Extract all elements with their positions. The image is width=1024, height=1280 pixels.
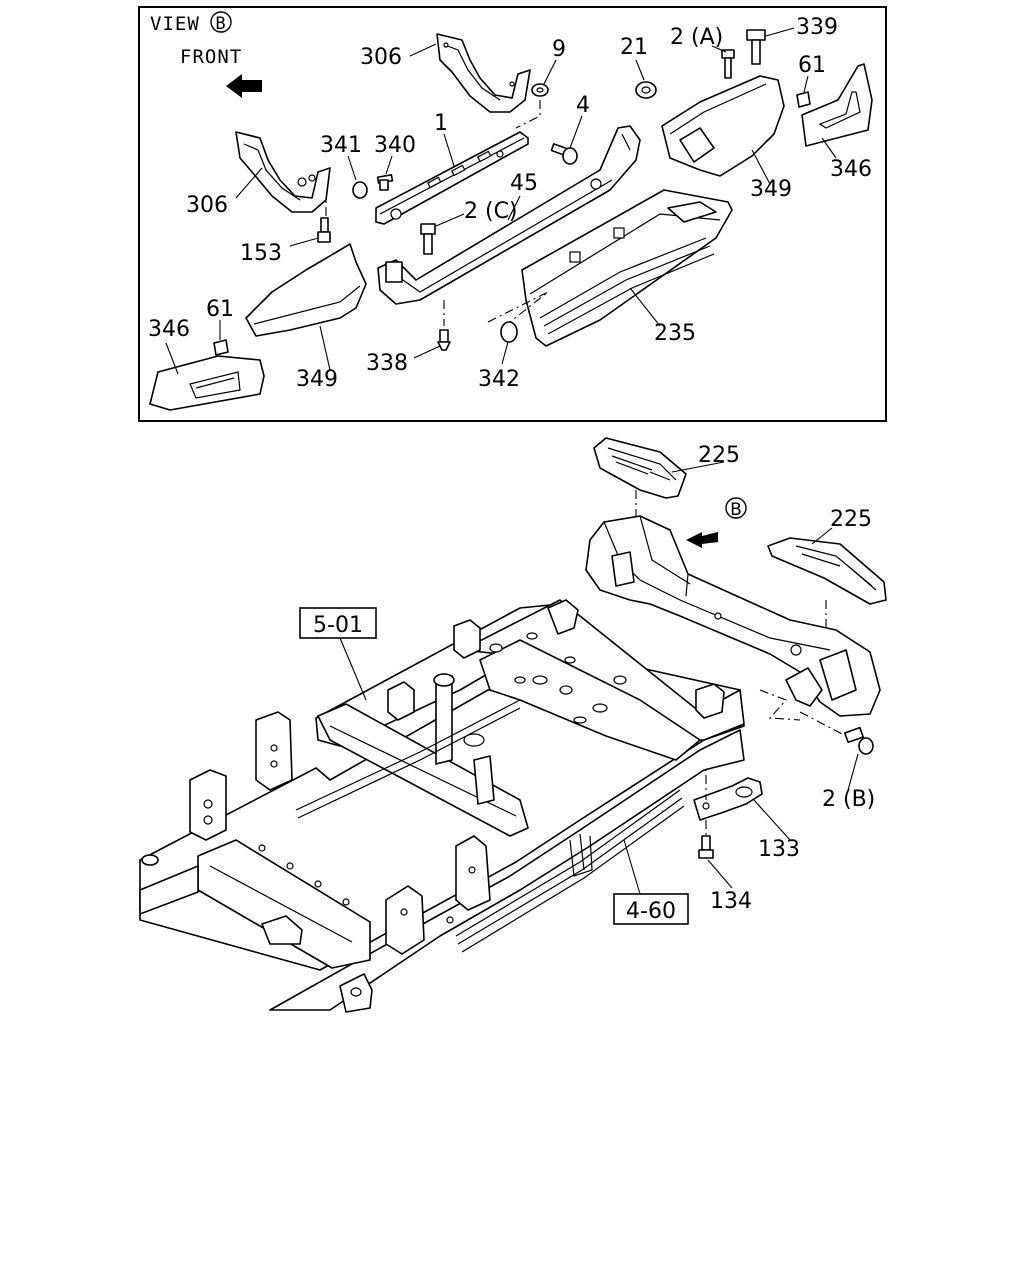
- view-b-marker-circle: [725, 497, 747, 519]
- callout-21: 21: [620, 35, 648, 60]
- ref-5-01: 5-01: [313, 613, 363, 638]
- front-label: FRONT: [180, 46, 242, 68]
- view-marker-letter: B: [215, 14, 226, 34]
- vehicle-frame: [139, 599, 745, 1013]
- inset-border: [138, 6, 887, 422]
- bolt-134: [698, 835, 714, 859]
- clip-61-upper: [796, 91, 811, 108]
- callout-338: 338: [366, 351, 408, 376]
- callout-61-lower: 61: [206, 297, 234, 322]
- rear-step-bumper-assembly: [585, 515, 881, 717]
- callout-306-upper: 306: [360, 45, 402, 70]
- callout-9: 9: [552, 37, 566, 62]
- bushing-341: [352, 181, 368, 199]
- callout-341: 341: [320, 133, 362, 158]
- ref-box-5-01: [299, 607, 377, 639]
- crossmember-1: [375, 131, 529, 225]
- callout-349-left: 349: [296, 367, 338, 392]
- callout-349-right: 349: [750, 177, 792, 202]
- step-pad-225-lower: [767, 537, 887, 605]
- view-title: VIEW: [150, 13, 200, 35]
- tow-hook-133: [693, 777, 763, 821]
- callout-1: 1: [434, 111, 448, 136]
- front-arrow-icon: [226, 74, 262, 98]
- callout-342: 342: [478, 367, 520, 392]
- callout-61-upper: 61: [798, 53, 826, 78]
- ref-box-4-60: [613, 893, 689, 925]
- callout-346-lower: 346: [148, 317, 190, 342]
- callout-225-upper: 225: [698, 443, 740, 468]
- bolt-153: [317, 217, 331, 243]
- callout-45: 45: [510, 171, 538, 196]
- bracket-306-lower: [235, 131, 331, 213]
- step-pad-346-lower: [149, 355, 265, 411]
- callout-306-lower: 306: [186, 193, 228, 218]
- callout-225-lower: 225: [830, 507, 872, 532]
- end-cap-349-right: [661, 75, 785, 177]
- dash-342: [487, 291, 549, 323]
- clip-61-lower: [213, 339, 229, 356]
- callout-2a: 2 (A): [670, 25, 723, 50]
- dash-9: [515, 100, 541, 129]
- bolt-340: [376, 174, 394, 191]
- bolt-2b: [843, 726, 874, 755]
- callout-346-upper: 346: [830, 157, 872, 182]
- hitch-bracket: [785, 667, 823, 707]
- bracket-306-upper: [436, 33, 531, 113]
- step-pad-225-upper: [593, 437, 687, 499]
- view-b-arrow-icon: [686, 532, 718, 548]
- washer-21: [635, 81, 657, 99]
- callout-134: 134: [710, 889, 752, 914]
- callout-4: 4: [576, 93, 590, 118]
- callout-2b: 2 (B): [822, 787, 875, 812]
- callout-235: 235: [654, 321, 696, 346]
- bolt-339: [746, 29, 766, 65]
- step-bumper-235: [521, 189, 733, 347]
- callout-153: 153: [240, 241, 282, 266]
- callout-340: 340: [374, 133, 416, 158]
- fastener-338: [437, 329, 451, 351]
- bolt-2a: [721, 49, 735, 79]
- view-marker-circle: [210, 11, 232, 33]
- chassis-diagram: 225 B 225: [139, 437, 887, 1013]
- bolt-4: [550, 143, 578, 165]
- view-b-marker-letter: B: [730, 500, 742, 520]
- ref-4-60: 4-60: [626, 899, 676, 924]
- nut-9: [531, 83, 549, 97]
- plug-342: [500, 321, 518, 343]
- end-cap-349-left: [245, 243, 367, 337]
- callout-133: 133: [758, 837, 800, 862]
- view-b-inset: VIEW B FRONT: [138, 6, 887, 422]
- callout-339: 339: [796, 15, 838, 40]
- bumper-bar-45: [377, 125, 641, 305]
- bolt-2c: [420, 223, 436, 255]
- step-pad-346-upper: [801, 63, 873, 147]
- callout-2c: 2 (C): [464, 199, 518, 224]
